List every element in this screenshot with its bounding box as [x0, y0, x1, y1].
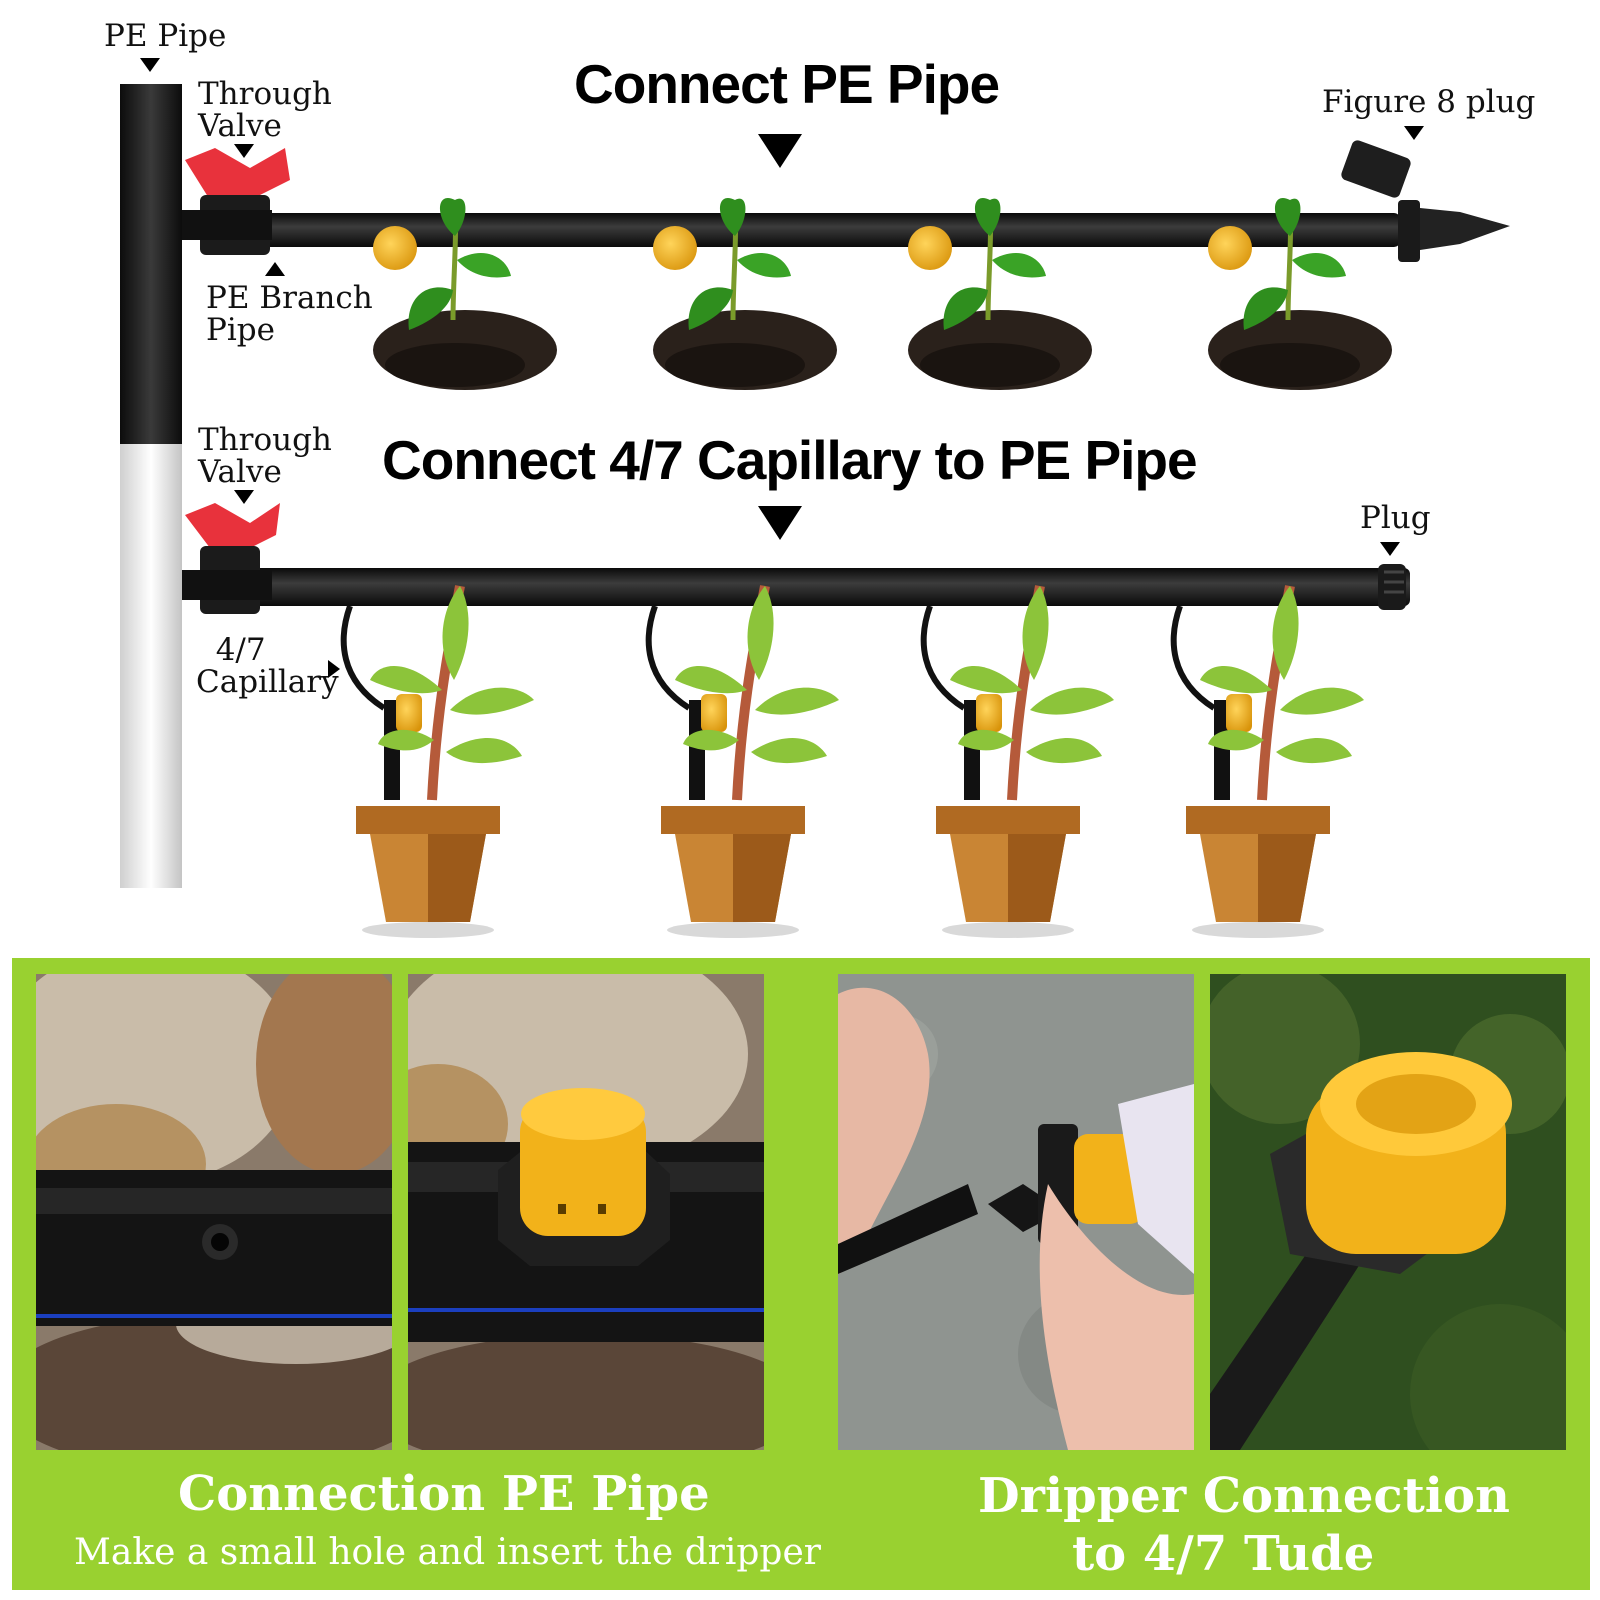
irrigation-diagram [120, 84, 1510, 938]
through-valve-bottom [182, 503, 280, 614]
pe-pipe-arrow [140, 58, 160, 72]
potted-plants [340, 585, 1364, 938]
pe-pipe-label: PE Pipe [104, 18, 227, 54]
plug-label: Plug [1360, 500, 1431, 536]
photo-hand-connecting-dripper [838, 974, 1194, 1450]
main-pe-pipe-white [120, 444, 182, 888]
top-seedlings [373, 198, 1392, 390]
right-panel-title-line2: to 4/7 Tude [1072, 1526, 1375, 1582]
left-panel-subtitle: Make a small hole and insert the dripper [74, 1532, 821, 1573]
capillary-label: 4/7 Capillary [196, 632, 339, 700]
through-valve-bottom-label: Through Valve [198, 422, 332, 490]
through-valve-top-label: Through Valve [198, 76, 332, 144]
top-title: Connect PE Pipe [574, 53, 1000, 115]
capillary-arrow [328, 660, 340, 678]
through-valve-bottom-arrow [234, 490, 254, 504]
pe-branch-pipe-label: PE Branch Pipe [206, 280, 373, 348]
left-panel-title: Connection PE Pipe [178, 1466, 710, 1522]
end-plug [1378, 564, 1406, 610]
photo-dripper-in-pipe [408, 974, 764, 1450]
pe-branch-pipe-arrow [265, 262, 285, 276]
figure-8-plug-arrow [1404, 126, 1424, 140]
through-valve-top-arrow [234, 144, 254, 158]
photo-dripper-on-stake [1210, 974, 1566, 1450]
right-panel-title-line1: Dripper Connection [978, 1468, 1510, 1524]
middle-title: Connect 4/7 Capillary to PE Pipe [382, 429, 1198, 491]
plug-arrow [1380, 542, 1400, 556]
middle-title-arrow [758, 506, 802, 540]
bottom-branch-pipe [250, 568, 1410, 606]
top-branch-pipe [250, 213, 1400, 247]
photo-pipe-hole [36, 974, 392, 1450]
figure-8-plug-label: Figure 8 plug [1322, 84, 1536, 120]
top-title-arrow [758, 134, 802, 168]
main-pe-pipe [120, 84, 182, 444]
figure-8-plug [1341, 140, 1510, 262]
through-valve-top [182, 148, 290, 255]
